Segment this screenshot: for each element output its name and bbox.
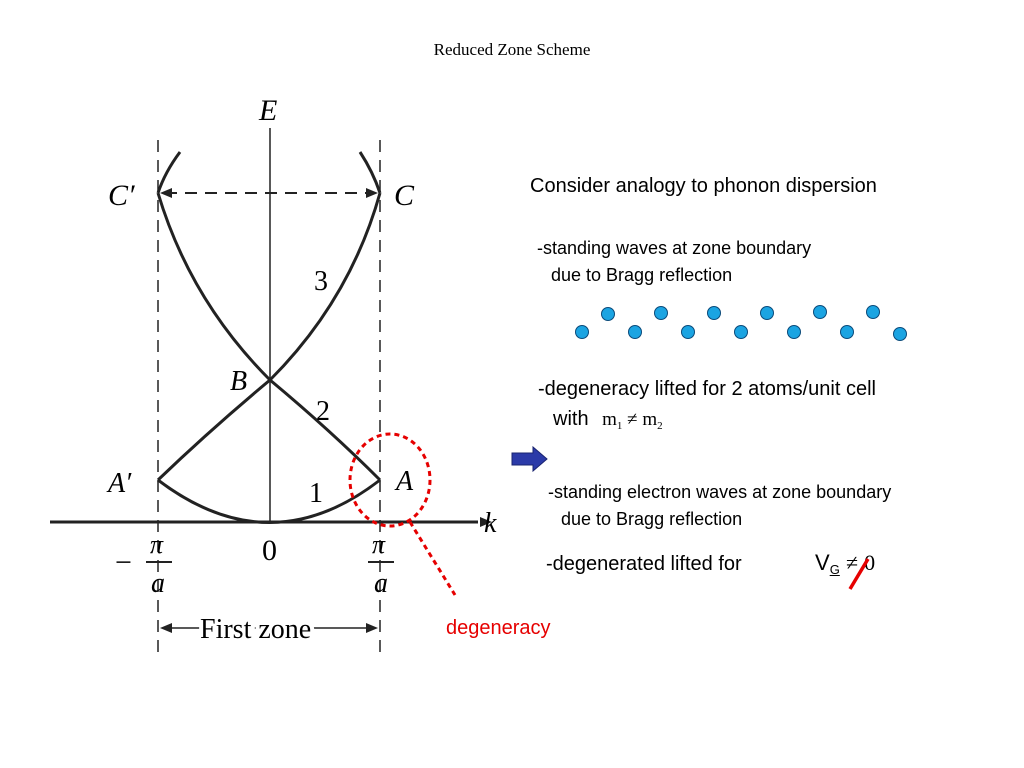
degeneracy-label: degeneracy: [446, 617, 551, 639]
label-a-prime: A′: [106, 468, 132, 499]
label-c-prime: C′: [108, 179, 135, 212]
with-label: with: [553, 408, 589, 430]
item-degenerated-lifted: -degenerated lifted for: [546, 553, 742, 575]
label-b: B: [230, 366, 247, 397]
neq-symbol: ≠: [627, 409, 638, 430]
vg-v: V: [815, 550, 830, 575]
atom: [813, 305, 827, 319]
atom: [707, 306, 721, 320]
mass-inequality: m1 ≠ m2: [602, 409, 663, 432]
atom: [734, 325, 748, 339]
item-standing-waves: -standing waves at zone boundary: [537, 238, 811, 259]
atom: [601, 307, 615, 321]
m2: m: [642, 409, 658, 430]
item-degeneracy-with: with m1 ≠ m2: [553, 408, 663, 432]
slide-title: Reduced Zone Scheme: [433, 40, 591, 59]
label-a: A: [394, 466, 414, 497]
c-prime-arrowhead: [160, 188, 172, 198]
atom: [866, 305, 880, 319]
band-2-label: 2: [316, 396, 330, 427]
m2-subscript: 2: [657, 420, 663, 432]
c-arrowhead: [366, 188, 378, 198]
pi-right: π: [372, 530, 386, 559]
pi-left: π: [150, 530, 164, 559]
right-arrow-icon: [511, 445, 549, 477]
k-axis-arrowhead: [480, 517, 492, 527]
item-standing-waves-line1: -standing waves at zone boundary: [537, 238, 812, 258]
vg-neq: ≠: [845, 550, 859, 575]
first-zone-arrow-left: [160, 623, 172, 633]
atom: [840, 325, 854, 339]
axis-k-label: k: [484, 508, 497, 539]
atom: [575, 325, 589, 339]
label-c: C: [394, 179, 415, 212]
origin-label: 0: [262, 534, 277, 567]
band-3-label: 3: [314, 266, 328, 297]
item-degeneracy-lifted: -degeneracy lifted for 2 atoms/unit cell: [538, 378, 876, 400]
first-zone-arrow-right: [366, 623, 378, 633]
first-zone-label-text: First zone: [200, 614, 311, 645]
degeneracy-pointer: [408, 521, 457, 596]
a-left: a: [151, 568, 165, 599]
atom: [760, 306, 774, 320]
vg-expression: VG ≠ 0: [815, 550, 875, 577]
band-2-curve-right: [269, 378, 382, 482]
band-upper-left: [156, 151, 182, 194]
vg-zero: 0: [864, 550, 876, 575]
item-electron-waves: -standing electron waves at zone boundar…: [548, 482, 892, 502]
heading: Consider analogy to phonon dispersion: [530, 175, 877, 197]
atom: [654, 306, 668, 320]
a-right: a: [374, 568, 388, 599]
m1: m: [602, 409, 617, 430]
first-zone-label: First zone: [200, 614, 311, 645]
band-3-curve-right: [268, 192, 382, 382]
vg-subscript: G: [829, 562, 840, 577]
minus-sign: −: [115, 546, 132, 579]
band-upper-right: [358, 151, 382, 194]
band-1-curve: [157, 478, 381, 524]
atom: [893, 327, 907, 341]
item-standing-waves-line2: due to Bragg reflection: [551, 265, 733, 285]
atom: [628, 325, 642, 339]
atom: [681, 325, 695, 339]
red-strike-mark: [848, 558, 870, 590]
band-3-curve-left: [156, 192, 272, 382]
band-1-label: 1: [309, 478, 323, 509]
axis-e-label: E: [258, 94, 277, 127]
degeneracy-circle: [348, 432, 432, 528]
item-electron-waves-line2: due to Bragg reflection: [561, 509, 743, 529]
atom: [787, 325, 801, 339]
m1-subscript: 1: [616, 420, 623, 432]
band-2-curve-left: [156, 378, 271, 482]
